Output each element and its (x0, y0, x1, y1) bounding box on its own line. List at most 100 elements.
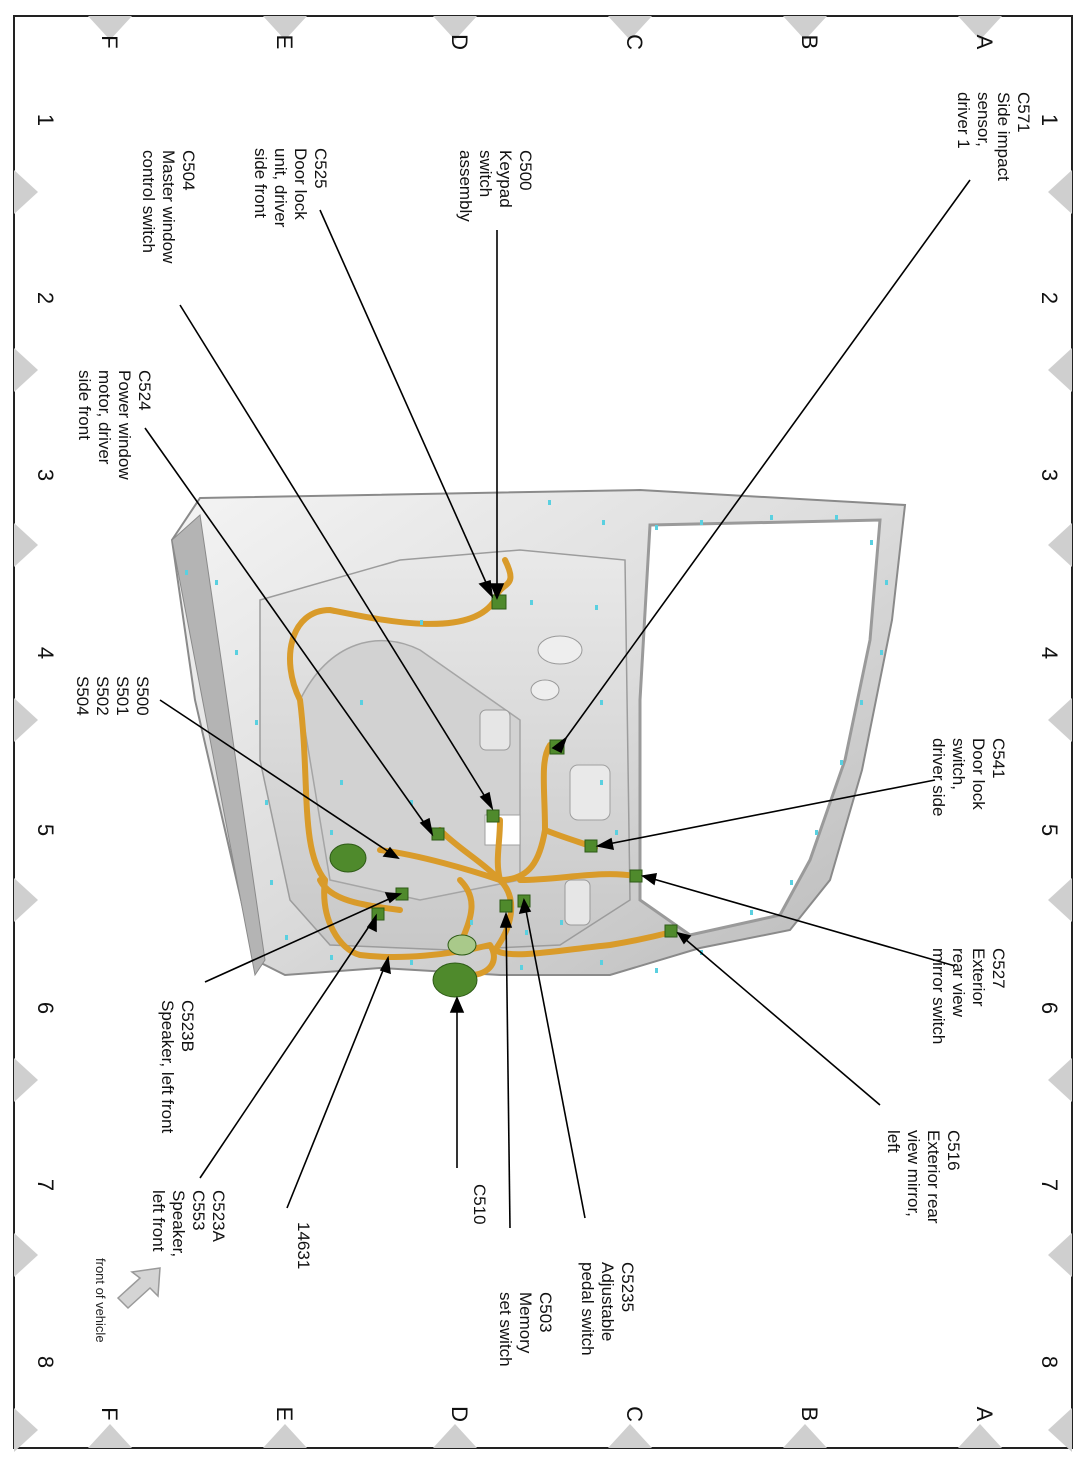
clip-marker (602, 520, 605, 525)
callout-line: driver side (929, 738, 948, 816)
callout-line: unit, driver (271, 148, 290, 228)
border-diamond (14, 1058, 38, 1102)
callout-line: C553 (189, 1190, 208, 1231)
border-diamond (783, 16, 827, 40)
border-diamond (433, 1424, 477, 1448)
leader-c504 (179, 304, 493, 809)
grid-column-label: 8 (33, 1356, 58, 1368)
arrowhead (478, 579, 494, 599)
clip-marker (790, 880, 793, 885)
callout-line: side front (75, 370, 94, 440)
clip-marker (860, 700, 863, 705)
border-diamond (1048, 348, 1072, 392)
border-diamond (263, 1424, 307, 1448)
border-diamond (1048, 523, 1072, 567)
clip-marker (235, 650, 238, 655)
callout-line: S504 (73, 676, 92, 716)
clip-marker (700, 520, 703, 525)
grid-column-label: 6 (1037, 1002, 1062, 1014)
callout-line: side front (251, 148, 270, 218)
callout-line: switch, (949, 738, 968, 790)
arrowhead (640, 873, 658, 886)
connector-c516 (664, 924, 678, 938)
connector-c527 (629, 869, 643, 883)
clip-markers (185, 500, 888, 973)
window-opening (638, 518, 882, 937)
callout-line: C503 (536, 1292, 555, 1333)
clip-marker (330, 955, 333, 960)
grid-column-label: 5 (1037, 824, 1062, 836)
callout-line: Speaker, (169, 1190, 188, 1257)
grid-row-label: B (797, 1407, 822, 1422)
arrowhead (379, 955, 391, 975)
clip-marker (600, 700, 603, 705)
clip-marker (410, 960, 413, 965)
front-of-vehicle-text: front of vehicle (93, 1258, 108, 1343)
callout-line: Speaker, left front (158, 1000, 177, 1134)
door-bottom-flange (171, 514, 266, 977)
leader-c541 (597, 779, 936, 847)
arrowhead (449, 995, 465, 1013)
callout-line: set switch (496, 1292, 515, 1367)
clip-marker (560, 920, 563, 925)
border-diamond (958, 16, 1002, 40)
clip-marker (360, 700, 363, 705)
connector-c510 (432, 962, 478, 998)
callout-line: C516 (944, 1130, 963, 1171)
callout-line: C571 (1014, 92, 1033, 133)
door-illustration (170, 488, 907, 998)
clip-marker (595, 605, 598, 610)
border-diamond (88, 1424, 132, 1448)
border-diamond (1048, 1058, 1072, 1102)
grid-column-label: 5 (33, 824, 58, 836)
connector-c525 (486, 809, 500, 823)
arrowhead (518, 897, 532, 915)
clip-marker (885, 580, 888, 585)
clip-marker (410, 800, 413, 805)
callout-line: left (884, 1130, 903, 1153)
callout-line: C500 (516, 150, 535, 191)
border-diamond (14, 1408, 38, 1452)
connector-c541 (584, 839, 598, 853)
clip-marker (600, 960, 603, 965)
clip-marker (265, 800, 268, 805)
grid-row-label: E (272, 1407, 297, 1422)
arrowhead (489, 583, 505, 601)
grid-row-label: E (272, 35, 297, 50)
callout-n14631: 14631 (294, 1222, 313, 1269)
callout-line: pedal switch (578, 1262, 597, 1356)
border-diamond (88, 16, 132, 40)
callout-line: Keypad (496, 150, 515, 208)
grid-row-label: A (972, 1407, 997, 1422)
arrowhead (384, 892, 403, 904)
arrowhead (595, 837, 615, 851)
clip-marker (270, 880, 273, 885)
grid-column-label: 7 (1037, 1179, 1062, 1191)
clip-marker (770, 515, 773, 520)
grid-column-label: 2 (1037, 292, 1062, 304)
grid-column-label: 8 (1037, 1356, 1062, 1368)
grid-column-label: 4 (33, 647, 58, 659)
grid-column-label: 4 (1037, 647, 1062, 659)
leader-c571 (565, 179, 971, 739)
clip-marker (548, 500, 551, 505)
callout-line: Power window (115, 370, 134, 480)
arrowhead (551, 735, 568, 754)
grid-column-label: 1 (33, 114, 58, 126)
leader-s500 (159, 699, 399, 859)
clip-marker (470, 920, 473, 925)
clip-marker (880, 650, 883, 655)
callout-line: control switch (139, 150, 158, 253)
arrowhead (419, 817, 434, 837)
clip-marker (255, 720, 258, 725)
wiring-harness (287, 557, 675, 978)
